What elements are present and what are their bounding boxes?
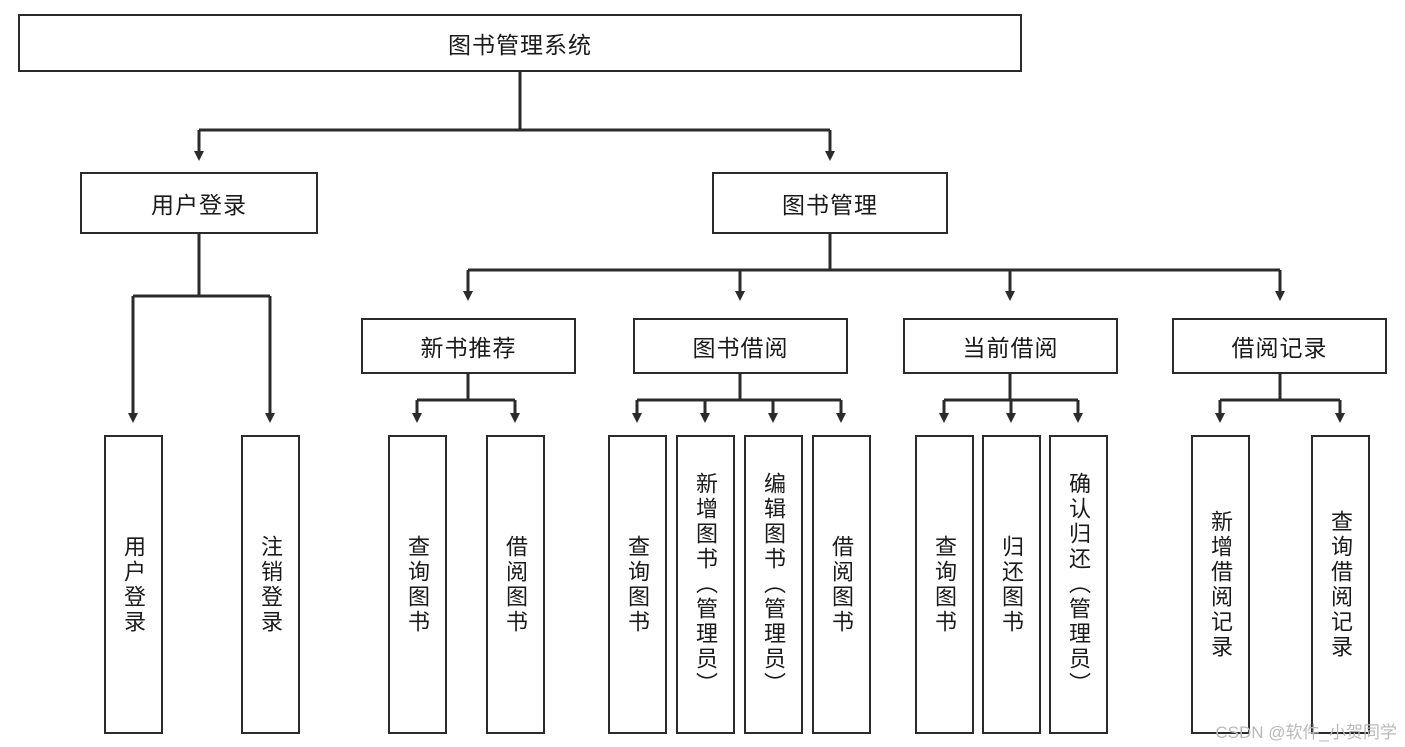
node-label: 借阅图书 (503, 534, 529, 635)
node-label: 归还图书 (999, 534, 1025, 635)
leaf-recommend-borrow-book[interactable]: 借阅图书 (486, 435, 545, 734)
leaf-borrow-edit-book-admin[interactable]: 编辑图书（管理员） (744, 435, 803, 734)
node-book-borrow[interactable]: 图书借阅 (633, 318, 848, 374)
leaf-borrow-borrow-book[interactable]: 借阅图书 (812, 435, 871, 734)
node-label: 查询图书 (625, 534, 651, 635)
leaf-record-add-record[interactable]: 新增借阅记录 (1191, 435, 1250, 734)
node-label: 当前借阅 (962, 335, 1059, 361)
node-label: 图书管理 (782, 192, 878, 218)
leaf-user-login-logout[interactable]: 注销登录 (241, 435, 300, 734)
node-label: 用户登录 (151, 192, 247, 218)
node-label: 查询图书 (405, 534, 431, 635)
node-label: 图书管理系统 (448, 32, 592, 58)
node-label: 新书推荐 (420, 335, 517, 361)
watermark: CSDN @软件_小贺同学 (1215, 723, 1397, 742)
leaf-user-login-login[interactable]: 用户登录 (104, 435, 163, 734)
leaf-borrow-add-book-admin[interactable]: 新增图书（管理员） (676, 435, 735, 734)
node-label: 借阅记录 (1231, 335, 1328, 361)
node-root-book-management-system[interactable]: 图书管理系统 (18, 14, 1022, 72)
node-label: 查询图书 (932, 534, 958, 635)
leaf-current-return-book[interactable]: 归还图书 (982, 435, 1041, 734)
node-label: 确认归还（管理员） (1066, 472, 1092, 697)
leaf-recommend-query-book[interactable]: 查询图书 (388, 435, 447, 734)
node-label: 编辑图书（管理员） (761, 472, 787, 697)
node-label: 图书借阅 (692, 335, 789, 361)
node-label: 新增图书（管理员） (693, 472, 719, 697)
leaf-borrow-query-book[interactable]: 查询图书 (608, 435, 667, 734)
leaf-current-confirm-return-admin[interactable]: 确认归还（管理员） (1049, 435, 1108, 734)
node-new-book-recommend[interactable]: 新书推荐 (361, 318, 576, 374)
node-label: 借阅图书 (829, 534, 855, 635)
leaf-record-query-record[interactable]: 查询借阅记录 (1311, 435, 1370, 734)
leaf-current-query-book[interactable]: 查询图书 (915, 435, 974, 734)
node-label: 新增借阅记录 (1208, 509, 1234, 660)
node-current-borrow[interactable]: 当前借阅 (903, 318, 1118, 374)
node-book-management[interactable]: 图书管理 (712, 172, 948, 234)
node-label: 注销登录 (258, 534, 284, 635)
node-user-login[interactable]: 用户登录 (80, 172, 318, 234)
node-label: 用户登录 (121, 534, 147, 635)
node-borrow-record[interactable]: 借阅记录 (1172, 318, 1387, 374)
node-label: 查询借阅记录 (1328, 509, 1354, 660)
